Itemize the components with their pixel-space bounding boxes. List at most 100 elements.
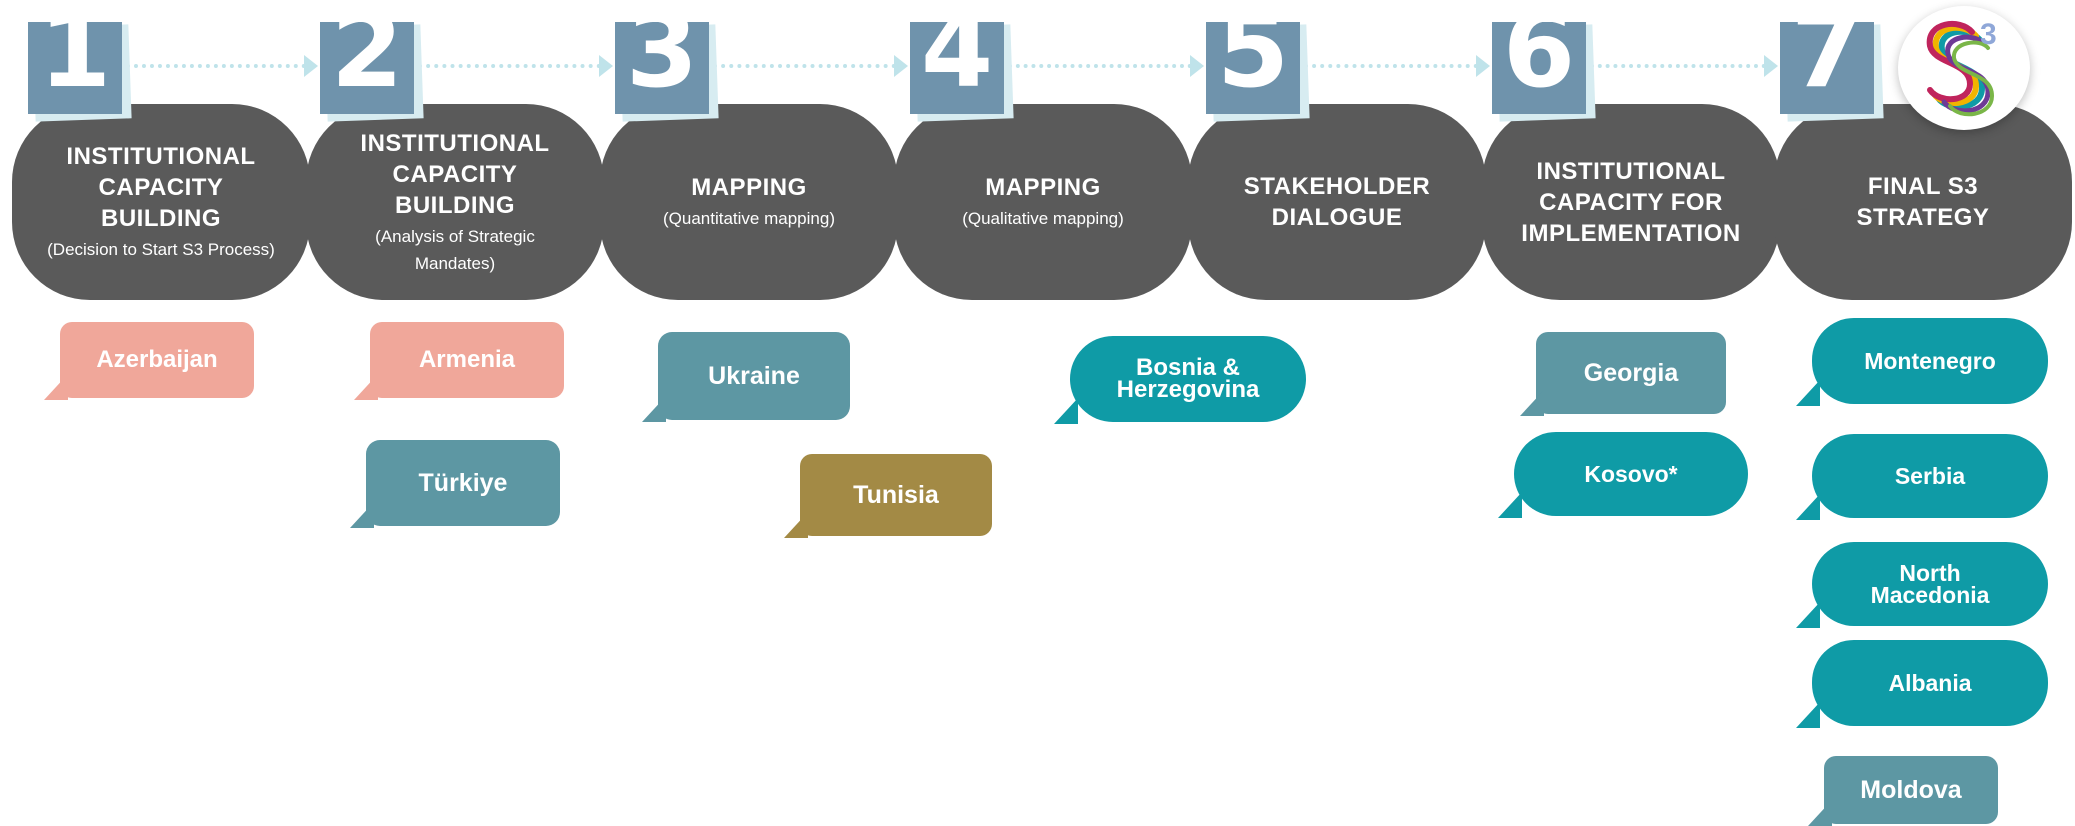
- country-name-line: Türkiye: [418, 469, 508, 497]
- country-name: Kosovo*: [1584, 461, 1678, 487]
- connector-arrow-icon: [599, 55, 613, 77]
- speech-tail-icon: [1054, 398, 1078, 424]
- country-name: Ukraine: [708, 362, 800, 390]
- country-name: Montenegro: [1864, 348, 1996, 374]
- country-bubble-kosovo: Kosovo*: [1498, 432, 1748, 518]
- step-title-line: INSTITUTIONAL: [360, 129, 550, 157]
- step-number: 5: [1216, 22, 1290, 111]
- number-tile: 4: [910, 22, 1004, 114]
- country-name-line: Serbia: [1894, 463, 1966, 489]
- step-number: 4: [920, 22, 994, 111]
- step-7-number: 7: [1780, 22, 1884, 122]
- connector-arrow-icon: [1190, 55, 1204, 77]
- step-connector: [1304, 64, 1478, 68]
- country-bubble-moldova: Moldova: [1808, 756, 1998, 826]
- country-bubble-georgia: Georgia: [1520, 332, 1726, 416]
- speech-tail-icon: [1796, 494, 1820, 520]
- step-connector: [1590, 64, 1766, 68]
- country-name-line: Moldova: [1860, 776, 1962, 804]
- speech-tail-icon: [642, 396, 666, 422]
- step-title-line: FINAL S3: [1867, 173, 1979, 200]
- country-name: Georgia: [1583, 359, 1679, 387]
- speech-tail-icon: [784, 512, 808, 538]
- speech-tail-icon: [1498, 492, 1522, 518]
- step-7-box: FINAL S3 STRATEGY: [1774, 104, 2072, 300]
- step-3-box: MAPPING (Quantitative mapping): [600, 104, 898, 300]
- country-name-line: Bosnia &: [1135, 354, 1240, 381]
- step-title: FINAL S3 STRATEGY: [1857, 171, 1990, 233]
- speech-tail-icon: [1520, 390, 1544, 416]
- step-5-number: 5: [1206, 22, 1310, 122]
- country-name: Moldova: [1860, 776, 1962, 804]
- country-name-line: Macedonia: [1870, 582, 1990, 608]
- step-number: 3: [625, 22, 699, 111]
- step-subtitle: (Decision to Start S3 Process): [47, 236, 275, 263]
- number-tile: 1: [28, 22, 122, 114]
- country-name: Serbia: [1894, 463, 1966, 489]
- speech-tail-icon: [354, 374, 378, 400]
- step-6-box: INSTITUTIONAL CAPACITY FOR IMPLEMENTATION: [1482, 104, 1780, 300]
- country-bubble-albania: Albania: [1796, 640, 2048, 728]
- speech-tail-icon: [1796, 602, 1820, 628]
- country-name-line: Armenia: [418, 346, 516, 373]
- step-title-line: CAPACITY FOR: [1539, 188, 1723, 216]
- step-connector: [713, 64, 896, 68]
- speech-tail-icon: [44, 374, 68, 400]
- step-subtitle-line: (Quantitative mapping): [663, 209, 835, 228]
- step-number: 6: [1502, 22, 1576, 111]
- speech-tail-icon: [350, 502, 374, 528]
- country-name-line: Georgia: [1583, 359, 1679, 387]
- country-bubble-azerbaijan: Azerbaijan: [44, 322, 254, 400]
- country-name-line: Ukraine: [708, 362, 800, 390]
- country-name: Armenia: [418, 346, 516, 373]
- step-subtitle: (Quantitative mapping): [663, 205, 835, 232]
- speech-tail-icon: [1796, 702, 1820, 728]
- number-tile: 6: [1492, 22, 1586, 114]
- country-bubble-montenegro: Montenegro: [1796, 318, 2048, 406]
- country-name-line: Azerbaijan: [96, 346, 218, 373]
- step-title: MAPPING: [985, 172, 1101, 203]
- number-tile: 2: [320, 22, 414, 114]
- country-name-line: North: [1899, 560, 1961, 586]
- step-title-line: CAPACITY: [98, 174, 224, 201]
- country-name: Tunisia: [853, 481, 939, 509]
- country-bubble-tunisia: Tunisia: [784, 454, 992, 538]
- country-name-line: Kosovo*: [1584, 461, 1678, 487]
- s3-logo-icon: 3: [1898, 6, 2030, 130]
- step-title-line: STAKEHOLDER: [1243, 173, 1431, 200]
- step-title-line: STRATEGY: [1856, 204, 1990, 231]
- step-title-line: MAPPING: [691, 174, 807, 201]
- step-subtitle-line: (Decision to Start S3 Process): [47, 240, 275, 259]
- step-4-box: MAPPING (Qualitative mapping): [894, 104, 1192, 300]
- step-6-number: 6: [1492, 22, 1596, 122]
- step-subtitle-line: (Qualitative mapping): [962, 209, 1124, 228]
- country-name-line: Tunisia: [853, 481, 939, 509]
- step-connector: [418, 64, 601, 68]
- step-4-number: 4: [910, 22, 1014, 122]
- speech-tail-icon: [1808, 800, 1832, 826]
- country-name-line: Herzegovina: [1116, 376, 1260, 403]
- country-name: Albania: [1888, 672, 1971, 695]
- step-title-line: BUILDING: [395, 191, 515, 219]
- connector-arrow-icon: [304, 55, 318, 77]
- country-name: Azerbaijan: [96, 346, 218, 373]
- country-name-line: Montenegro: [1864, 348, 1996, 374]
- step-subtitle: (Qualitative mapping): [962, 205, 1124, 232]
- step-title-line: IMPLEMENTATION: [1521, 219, 1741, 247]
- connector-arrow-icon: [1476, 55, 1490, 77]
- step-title-line: BUILDING: [101, 205, 221, 232]
- country-bubble-serbia: Serbia: [1796, 434, 2048, 520]
- step-subtitle-line: Mandates): [414, 253, 496, 273]
- step-number: 7: [1790, 22, 1864, 111]
- step-title: MAPPING: [691, 172, 807, 203]
- country-bubble-armenia: Armenia: [354, 322, 564, 400]
- step-title-line: INSTITUTIONAL: [1536, 157, 1726, 185]
